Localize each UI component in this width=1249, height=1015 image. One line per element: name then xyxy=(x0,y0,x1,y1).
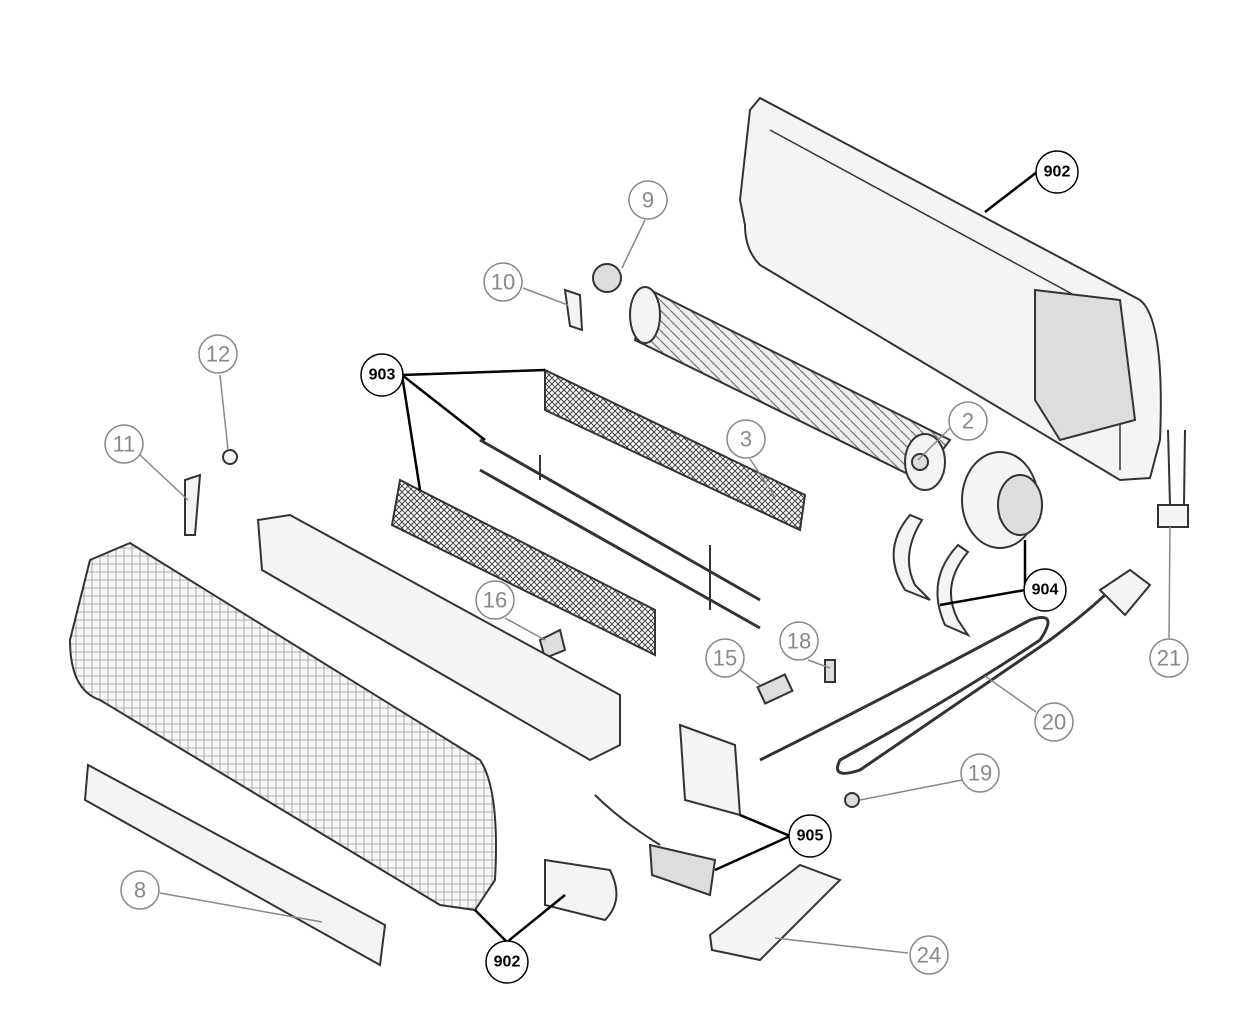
callout-24: 24 xyxy=(909,935,949,975)
svg-text:12: 12 xyxy=(206,342,230,367)
callout-3: 3 xyxy=(726,419,766,459)
svg-text:902: 902 xyxy=(1044,164,1071,181)
svg-text:20: 20 xyxy=(1042,710,1066,735)
fan-motor xyxy=(892,451,1043,638)
svg-text:3: 3 xyxy=(740,427,752,452)
louver-assembly xyxy=(256,513,621,762)
callout-903: 903 xyxy=(360,353,404,397)
svg-text:15: 15 xyxy=(713,646,737,671)
bearing-bracket xyxy=(563,288,584,332)
callout-19: 19 xyxy=(960,753,1000,793)
svg-text:11: 11 xyxy=(113,432,136,457)
svg-text:10: 10 xyxy=(491,270,515,295)
svg-text:24: 24 xyxy=(917,943,941,968)
svg-text:19: 19 xyxy=(968,761,992,786)
svg-text:9: 9 xyxy=(642,188,654,213)
screw-19 xyxy=(844,792,860,808)
callout-9: 9 xyxy=(628,180,668,220)
callout-905: 905 xyxy=(788,814,832,858)
bearing xyxy=(592,263,622,293)
svg-text:16: 16 xyxy=(483,588,507,613)
svg-text:902: 902 xyxy=(494,954,521,971)
evaporator xyxy=(544,368,807,532)
callout-11: 11 xyxy=(104,424,144,464)
callout-902-top: 902 xyxy=(1035,150,1079,194)
svg-text:8: 8 xyxy=(134,878,146,903)
sensor-18 xyxy=(824,659,836,683)
display-panel xyxy=(544,858,618,922)
svg-text:18: 18 xyxy=(787,629,811,654)
leader-lines xyxy=(139,171,1171,954)
callout-10: 10 xyxy=(483,262,523,302)
svg-text:903: 903 xyxy=(369,367,396,384)
svg-text:904: 904 xyxy=(1032,582,1059,599)
svg-text:2: 2 xyxy=(962,409,974,434)
callout-21: 21 xyxy=(1149,638,1189,678)
callout-902-bottom: 902 xyxy=(485,940,529,984)
air-filter xyxy=(390,478,656,657)
power-cord xyxy=(759,568,1152,775)
tangential-fan xyxy=(629,286,952,491)
filter-frame xyxy=(479,438,761,630)
microswitch xyxy=(1157,429,1189,528)
clip-11 xyxy=(184,473,202,536)
svg-text:21: 21 xyxy=(1157,646,1181,671)
svg-text:905: 905 xyxy=(797,828,824,845)
callout-15: 15 xyxy=(705,638,745,678)
box-cover xyxy=(708,863,842,962)
part-16 xyxy=(538,628,567,660)
flap xyxy=(83,763,387,967)
callout-18: 18 xyxy=(779,621,819,661)
callout-8: 8 xyxy=(120,870,160,910)
callout-2: 2 xyxy=(948,401,988,441)
plug-12 xyxy=(222,449,238,465)
callout-12: 12 xyxy=(198,334,238,374)
callout-16: 16 xyxy=(475,580,515,620)
terminal-block xyxy=(756,673,794,705)
rear-chassis xyxy=(738,96,1162,482)
callout-20: 20 xyxy=(1034,702,1074,742)
front-panel xyxy=(68,541,497,912)
callout-904: 904 xyxy=(1023,568,1067,612)
